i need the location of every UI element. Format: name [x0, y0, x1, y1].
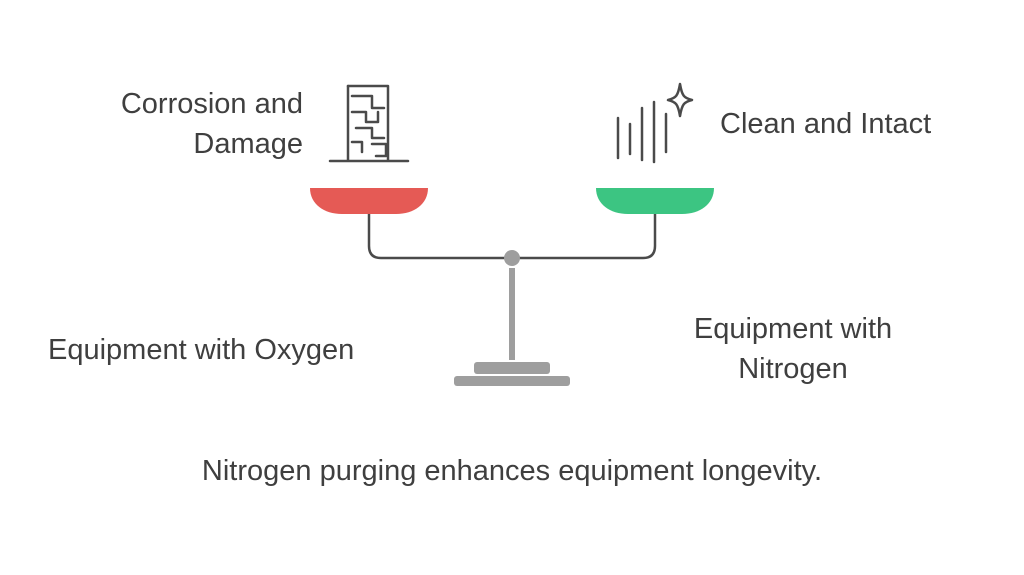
left-pan-title-line-1: Corrosion and — [120, 88, 303, 120]
right-pan — [596, 188, 714, 214]
scale-base-top — [474, 362, 550, 374]
scale-pivot — [504, 250, 520, 266]
left-pan — [310, 188, 428, 214]
right-pan-caption: Equipment with Nitrogen — [676, 309, 910, 389]
corroded-pillar-icon — [328, 84, 410, 163]
footer-caption: Nitrogen purging enhances equipment long… — [201, 455, 823, 487]
left-pan-caption: Equipment with Oxygen — [48, 334, 355, 366]
left-pan-title-line-2: Damage — [193, 128, 303, 160]
left-pan-title: Corrosion and Damage — [121, 84, 303, 164]
right-pan-caption-line-2: Nitrogen — [738, 353, 848, 385]
scale-post — [509, 268, 515, 360]
right-pan-caption-line-1: Equipment with — [693, 313, 893, 345]
right-pan-title: Clean and Intact — [720, 108, 932, 140]
scale-base-bottom — [454, 376, 570, 386]
sparkle-lines-icon — [616, 82, 694, 164]
